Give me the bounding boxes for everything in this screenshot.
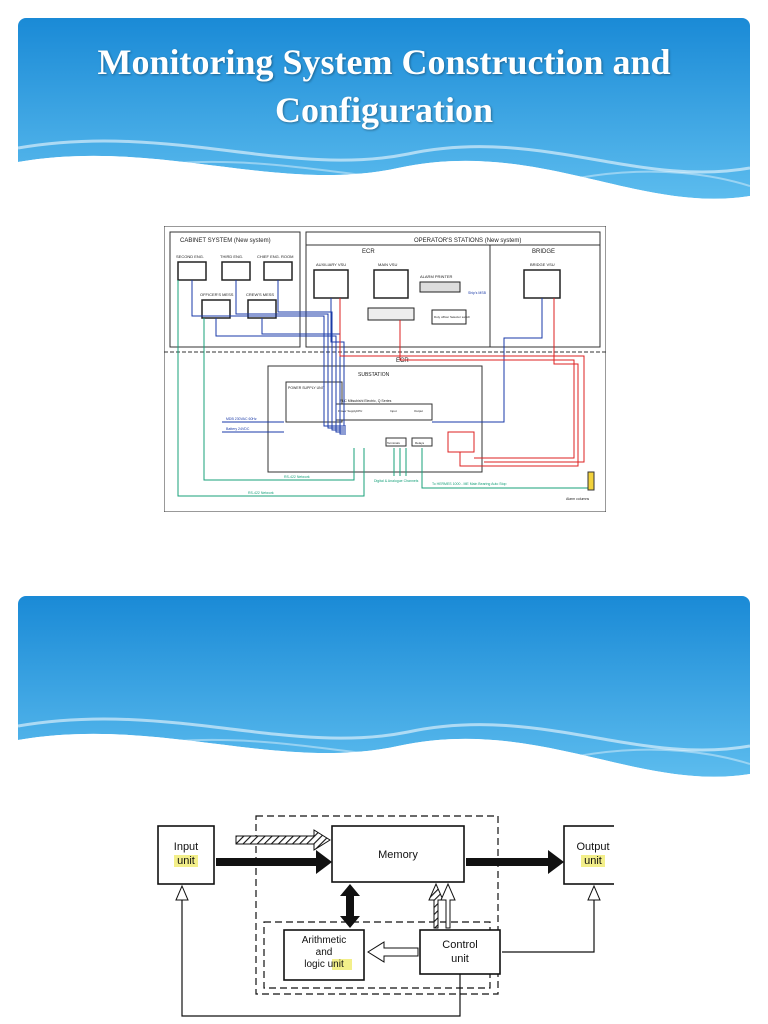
panel-crews-mess [247,299,277,319]
hermes-label: To HERMES 1000 - ME Main Bearing Auto St… [432,482,507,486]
power-supply-small-label: Power Supply [338,409,357,413]
auxiliary-vsu-label: AUXILIARY VSU [316,262,346,267]
duty-officer-label: Duty officer Selector switch [434,315,470,319]
title-banner [18,18,750,218]
ecr-label: ECR [362,249,375,255]
rs422-label-1: RS-422 Network [284,475,310,479]
output-feedback-arrowhead [587,884,601,901]
alarm-columns-label: Alarm columns [566,497,589,501]
alarm-printer [419,281,461,293]
operator-stations-title: OPERATOR'S STATIONS (New system) [414,238,521,244]
output-label: Output [414,409,423,413]
control-unit-label-1: Control [442,939,477,951]
data-arrow-memory-alu [340,884,360,928]
main-vsu-monitor [373,269,409,299]
slide-2: Input unit Memory Output unit Arithmetic… [18,596,750,1024]
relays-box [411,437,433,447]
input-feedback-line [181,896,461,1017]
panel-officers-mess [201,299,231,319]
cabinet-system-title: CABINET SYSTEM (New system) [180,238,271,244]
red-network-lines [339,298,585,467]
bridge-vsu-monitor [523,269,561,299]
input-unit-highlight [174,855,198,867]
output-feedback-line [502,896,595,953]
input-label: Input [390,409,397,413]
input-unit-label: Input [174,841,198,853]
terminals-label: Terminals [387,441,400,445]
third-eng-label: THIRD ENG. [220,254,243,259]
battery-label: Battery 24VDC [226,427,250,431]
alarm-column-icon [587,471,595,491]
control-arrow-control-memory-1 [428,882,444,929]
chief-eng-label: CHIEF ENG. ROOM [257,254,293,259]
rs422-label-2: RS-422 Network [248,491,274,495]
duty-officer-switch [431,309,467,325]
power-supply-box [285,381,343,423]
bridge-vsu-label: BRIDGE VSU [530,262,555,267]
bridge-label: BRIDGE [532,249,555,255]
alu-label-1: Arithmetic [302,935,346,946]
title-banner-2 [18,596,750,796]
panel-second-eng [177,261,207,281]
memory-box [331,825,465,883]
main-vsu-label: MAIN VSU [378,262,397,267]
substation-label: SUBSTATION [358,372,390,378]
slide-title: Monitoring System Construction and Confi… [97,42,671,130]
ecr-lower-label: ECR [396,358,409,364]
output-unit-label: Output [576,841,609,853]
control-arrow-control-memory-2 [440,882,456,929]
crews-mess-label: CREW'S MESS [246,292,274,297]
computer-block-diagram: Input unit Memory Output unit Arithmetic… [157,815,614,1017]
green-network-lines [177,280,588,497]
input-unit-sub: unit [177,855,195,867]
ships-msb-label: Ship's MSB [468,291,487,295]
main-vsu-keyboard [367,307,415,321]
officers-mess-label: OFFICER'S MESS [200,292,234,297]
alarm-printer-label: ALARM PRINTER [420,274,453,279]
power-supply-label: POWER SUPPLY UNIT [288,386,326,390]
auxiliary-vsu-monitor [313,269,349,299]
channel-switch-box [447,431,475,453]
digital-analog-label: Digital & Analogue Channels [374,479,419,483]
plc-label: PLC Mitsubishi Electric, Q Series [340,399,392,403]
control-unit-box [419,929,501,975]
output-unit-sub: unit [584,855,602,867]
cpu-label: CPU [356,409,362,413]
control-arrow-input-memory [235,829,331,851]
output-unit-highlight [581,855,605,867]
control-unit-label-2: unit [451,953,469,965]
cabinet-system-box [169,231,301,348]
alu-label-3: logic unit [304,959,344,970]
data-arrow-memory-output [466,850,564,874]
monitoring-system-diagram: CABINET SYSTEM (New system) OPERATOR'S S… [164,226,606,512]
input-feedback-arrowhead [175,884,189,901]
alu-highlight [332,959,352,970]
relays-label: Relays [415,441,425,445]
panel-third-eng [221,261,251,281]
operator-stations-box [305,231,601,348]
second-eng-label: SECOND ENG. [176,254,204,259]
alu-box [283,929,365,981]
memory-label: Memory [378,849,418,861]
substation-box [267,365,483,473]
slide-1: Monitoring System Construction and Confi… [18,18,750,570]
mdb-label: MDB 230VAC 60Hz [226,417,257,421]
alu-label-2: and [316,947,333,958]
panel-chief-eng [263,261,293,281]
cpu-dashed-outer [255,815,499,995]
control-arrow-control-alu [367,941,419,963]
terminals-box [385,437,407,447]
data-arrow-input-memory [216,850,332,874]
blue-network-lines [191,280,543,435]
